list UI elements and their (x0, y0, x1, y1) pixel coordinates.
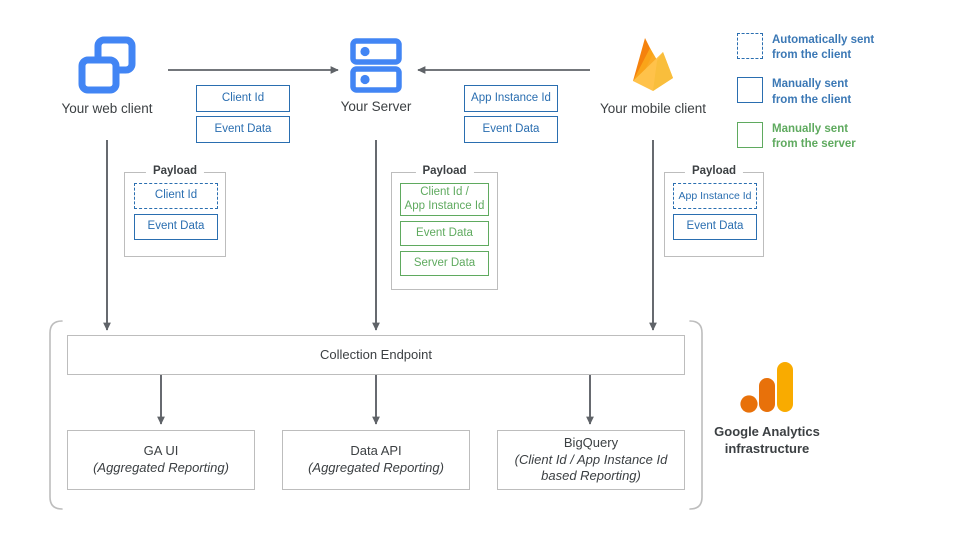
payload-web: Payload Client Id Event Data (124, 165, 226, 257)
output-title: BigQuery (563, 434, 619, 450)
legend-label: Automatically sent from the client (772, 34, 875, 62)
google-analytics-brand: Google Analytics infrastructure (700, 360, 834, 458)
output-box-bigquery: BigQuery (Client Id / App Instance Id ba… (497, 430, 685, 490)
payload-item-server-data: Server Data (400, 251, 489, 276)
server-racks-icon (350, 38, 402, 93)
payload-title: Payload (415, 165, 474, 177)
transfer-mobile-to-server: App Instance Id Event Data (464, 85, 558, 143)
payload-item-client-id-app-instance-id: Client Id / App Instance Id (400, 183, 489, 216)
output-subtitle: (Aggregated Reporting) (93, 460, 229, 475)
infrastructure-brace-left (49, 320, 63, 510)
legend-item-manual-server: Manually sent from the server (737, 121, 874, 152)
legend-item-manual-client: Manually sent from the client (737, 77, 874, 107)
browser-windows-icon (78, 36, 136, 94)
payload-item-event-data: Event Data (134, 214, 218, 240)
google-analytics-logo (740, 362, 793, 413)
payload-mobile: Payload App Instance Id Event Data (664, 165, 764, 257)
collection-endpoint-label: Collection Endpoint (319, 346, 433, 362)
payload-item-client-id: Client Id (134, 183, 218, 209)
legend-swatch-dashed-blue-icon (737, 33, 763, 59)
node-web-client: Your web client (52, 34, 162, 116)
node-server: Your Server (322, 38, 430, 114)
output-box-ga-ui: GA UI (Aggregated Reporting) (67, 430, 255, 490)
legend: Automatically sent from the client Manua… (737, 33, 874, 152)
legend-swatch-solid-blue-icon (737, 77, 763, 104)
payload-item-app-instance-id: App Instance Id (673, 183, 757, 209)
legend-item-auto-client: Automatically sent from the client (737, 33, 874, 63)
transfer-chip-event-data: Event Data (464, 116, 558, 143)
payload-item-event-data: Event Data (400, 221, 489, 246)
collection-endpoint-box: Collection Endpoint (67, 335, 685, 375)
transfer-chip-event-data: Event Data (196, 116, 290, 143)
output-subtitle: (Aggregated Reporting) (308, 460, 444, 475)
legend-label: Manually sent from the client (772, 78, 852, 106)
payload-server: Payload Client Id / App Instance Id Even… (391, 165, 498, 290)
node-label-web-client: Your web client (61, 101, 153, 116)
legend-swatch-solid-green-icon (737, 121, 763, 148)
transfer-web-to-server: Client Id Event Data (196, 85, 290, 143)
node-label-server: Your Server (340, 99, 412, 114)
payload-title: Payload (684, 165, 744, 177)
output-subtitle: (Client Id / App Instance Id based Repor… (514, 451, 668, 484)
google-analytics-label: Google Analytics infrastructure (714, 424, 820, 456)
node-label-mobile-client: Your mobile client (599, 101, 707, 116)
output-title: Data API (350, 443, 402, 459)
node-mobile-client: Your mobile client (588, 34, 718, 116)
transfer-chip-app-instance-id: App Instance Id (464, 85, 558, 112)
output-title: GA UI (143, 443, 179, 459)
payload-item-event-data: Event Data (673, 214, 757, 240)
payload-item-text: Client Id / App Instance Id (404, 186, 485, 212)
output-box-data-api: Data API (Aggregated Reporting) (282, 430, 470, 490)
transfer-chip-client-id: Client Id (196, 85, 290, 112)
payload-title: Payload (145, 165, 205, 177)
firebase-flame-icon (633, 38, 673, 91)
legend-label: Manually sent from the server (772, 122, 856, 150)
